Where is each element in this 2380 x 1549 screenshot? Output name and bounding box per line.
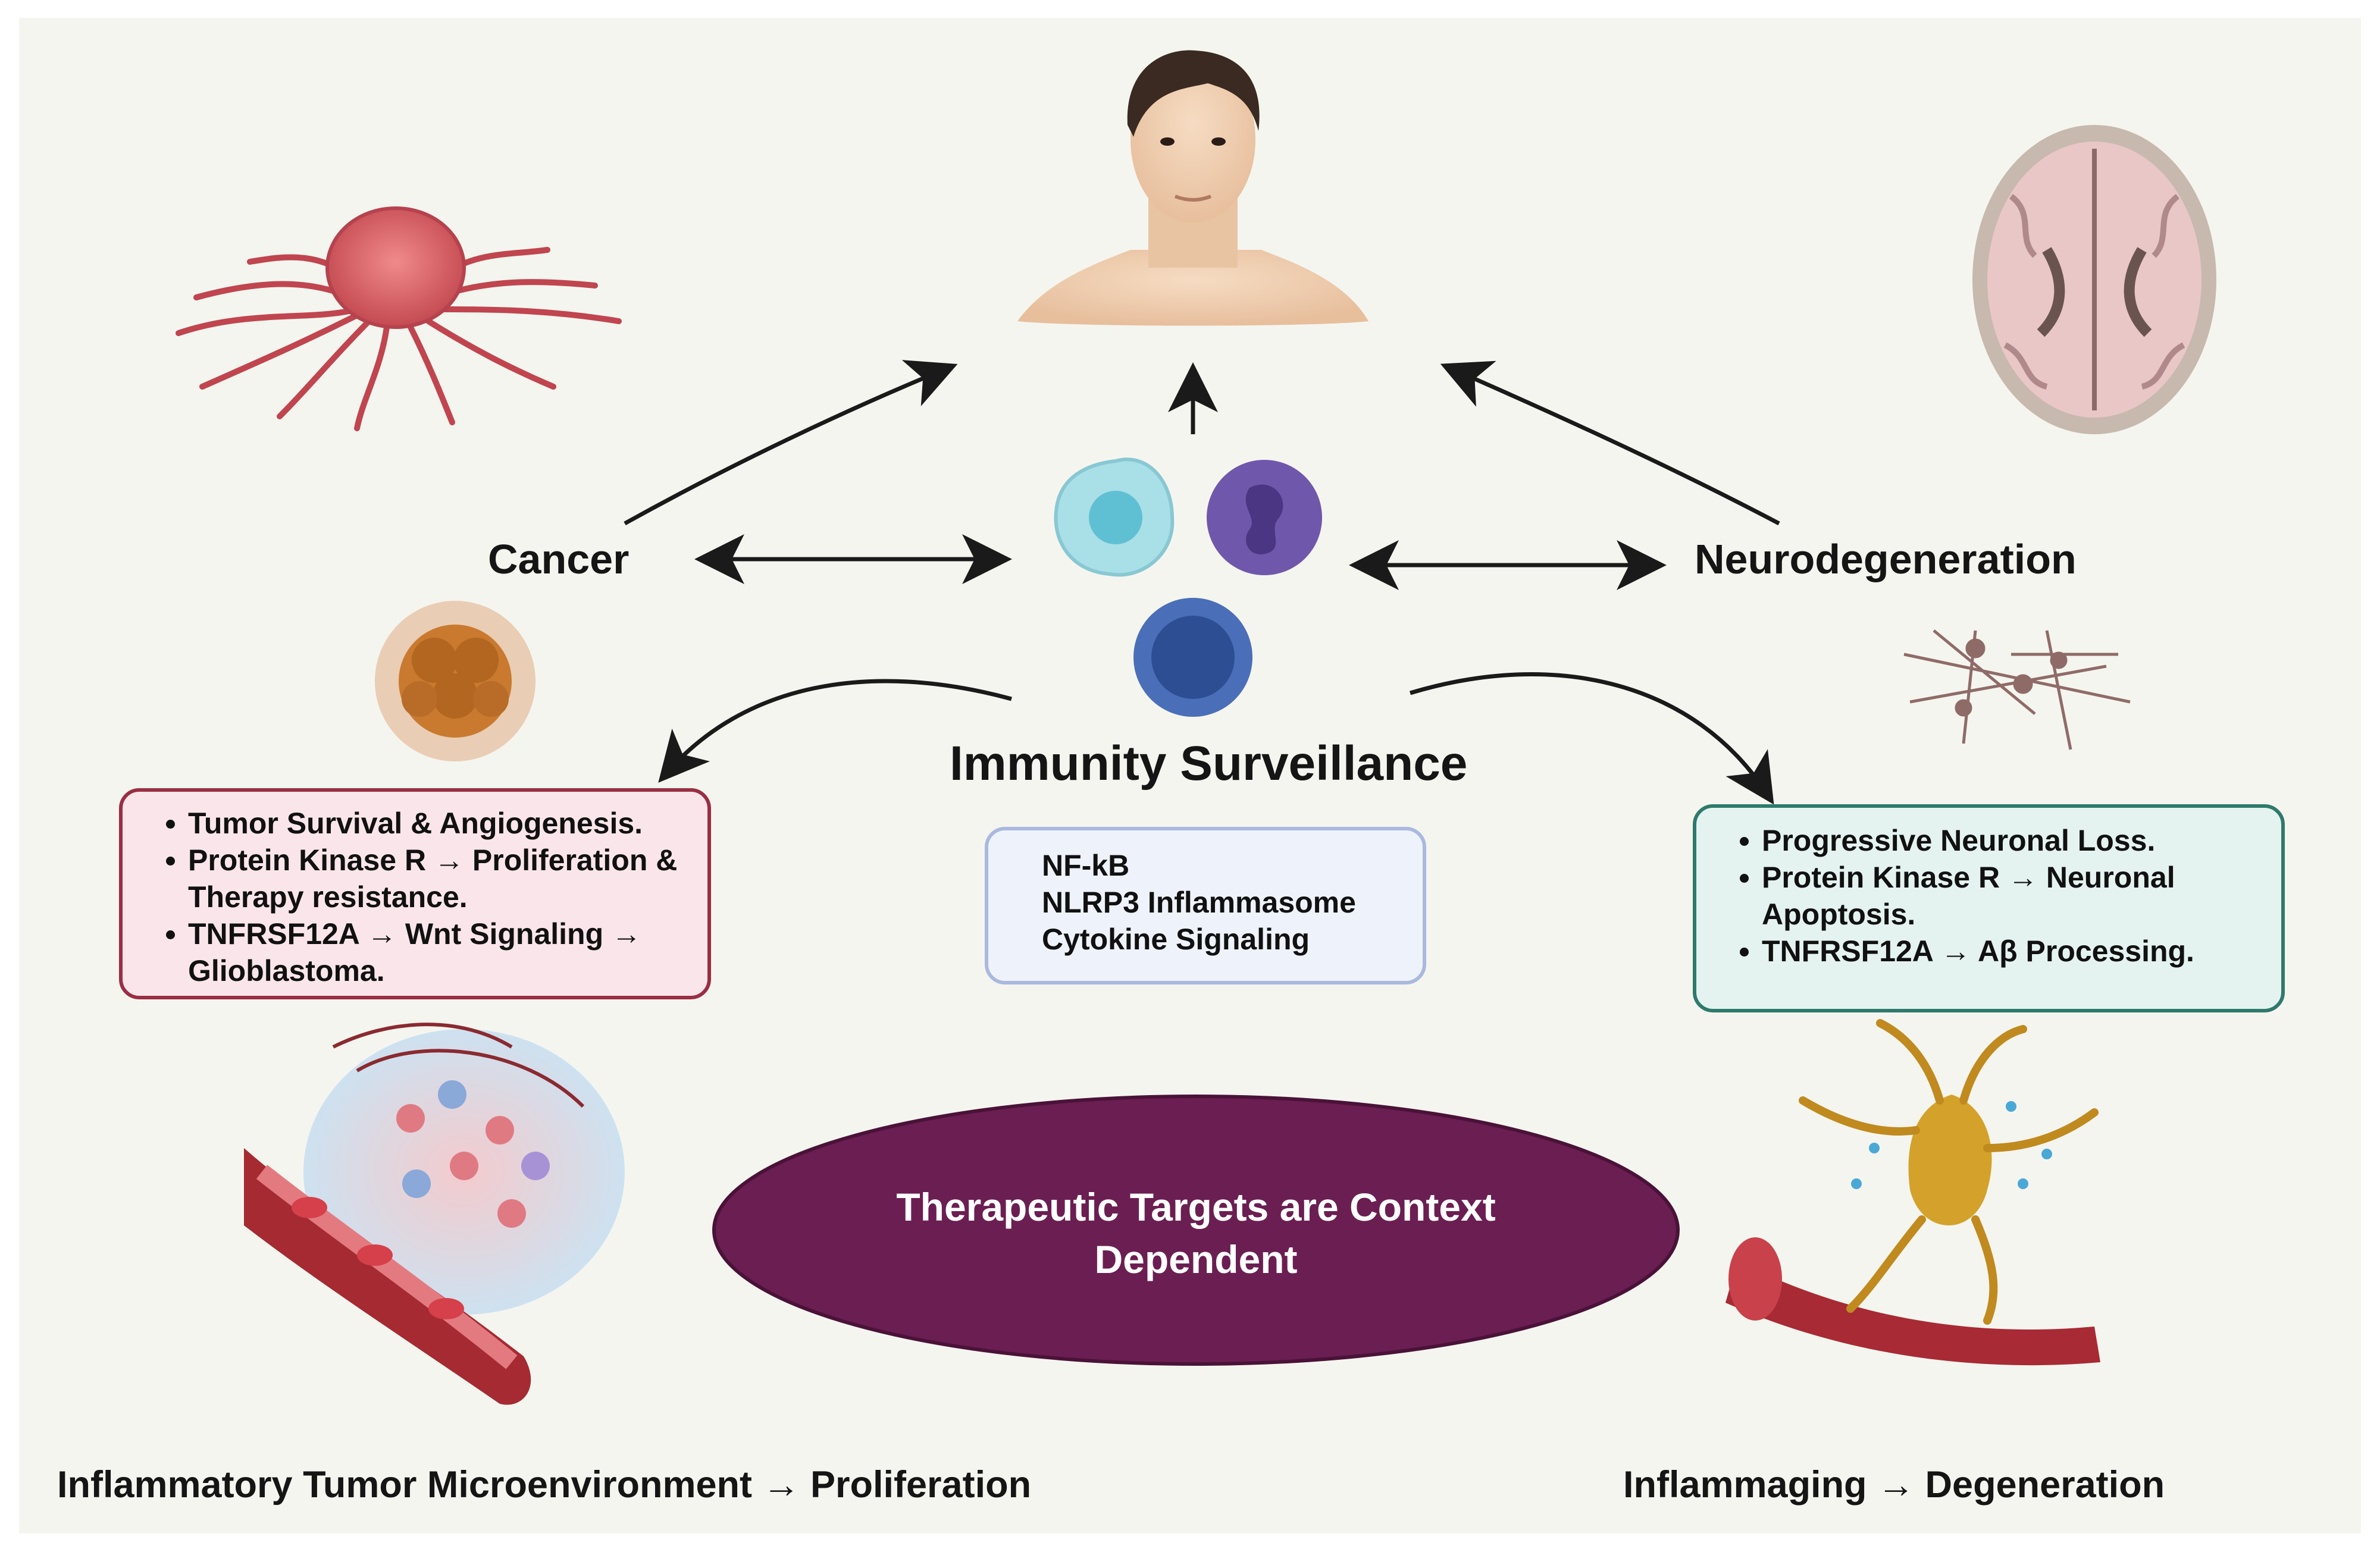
ellipse-text-line-2: Dependent (1094, 1237, 1298, 1281)
list-item: Progressive Neuronal Loss. (1762, 822, 2263, 859)
ellipse-text-line-1: Therapeutic Targets are Context (896, 1185, 1496, 1229)
human-bust-icon (1017, 50, 1368, 326)
tumor-icon (176, 206, 622, 431)
neuro-effects-box: Progressive Neuronal Loss. Protein Kinas… (1693, 804, 2285, 1012)
arrow-immunity-to-neuro-box (1409, 672, 1774, 805)
bottom-right-caption: Inflammaging → Degeneration (1623, 1464, 2165, 1506)
list-item: NLRP3 Inflammasome (1042, 886, 1356, 919)
signaling-pathways-box: NF-kB NLRP3 Inflammasome Cytokine Signal… (985, 827, 1426, 984)
list-item: Tumor Survival & Angiogenesis. (188, 805, 690, 842)
immunity-label: Immunity Surveillance (950, 736, 1468, 791)
list-item: NF-kB (1042, 849, 1130, 882)
arrow-cancer-to-human (624, 360, 958, 526)
arrow-neuro-to-human (1440, 360, 1780, 526)
tumor-microenvironment-icon (244, 1023, 625, 1405)
immune-cell-icons (1054, 457, 1322, 717)
ellipse-text: Therapeutic Targets are Context Dependen… (774, 1181, 1618, 1285)
neuron-network-icon (1903, 629, 2131, 750)
neuron-vessel-icon (1726, 1019, 2100, 1366)
arrow-immunity-to-cancer-box (658, 679, 1012, 783)
neuro-effects-list: Progressive Neuronal Loss. Protein Kinas… (1696, 822, 2263, 970)
cancer-cell-cluster-icon (375, 601, 536, 761)
diagram-arrows (624, 360, 1780, 805)
list-item: TNFRSF12A → Wnt Signaling → Glioblastoma… (188, 915, 690, 989)
neurodegeneration-label: Neurodegeneration (1695, 536, 2077, 582)
list-item: Protein Kinase R → Proliferation & Thera… (188, 842, 690, 915)
brain-slice-icon (1972, 125, 2216, 434)
list-item: Protein Kinase R → Neuronal Apoptosis. (1762, 859, 2263, 933)
therapeutic-targets-ellipse (712, 1095, 1680, 1366)
cancer-effects-box: Tumor Survival & Angiogenesis. Protein K… (119, 788, 711, 999)
bottom-left-caption: Inflammatory Tumor Microenvironment → Pr… (57, 1464, 1032, 1506)
cancer-effects-list: Tumor Survival & Angiogenesis. Protein K… (123, 805, 690, 989)
list-item: TNFRSF12A → Aβ Processing. (1762, 933, 2263, 970)
cancer-label: Cancer (488, 536, 630, 582)
list-item: Cytokine Signaling (1042, 923, 1310, 956)
